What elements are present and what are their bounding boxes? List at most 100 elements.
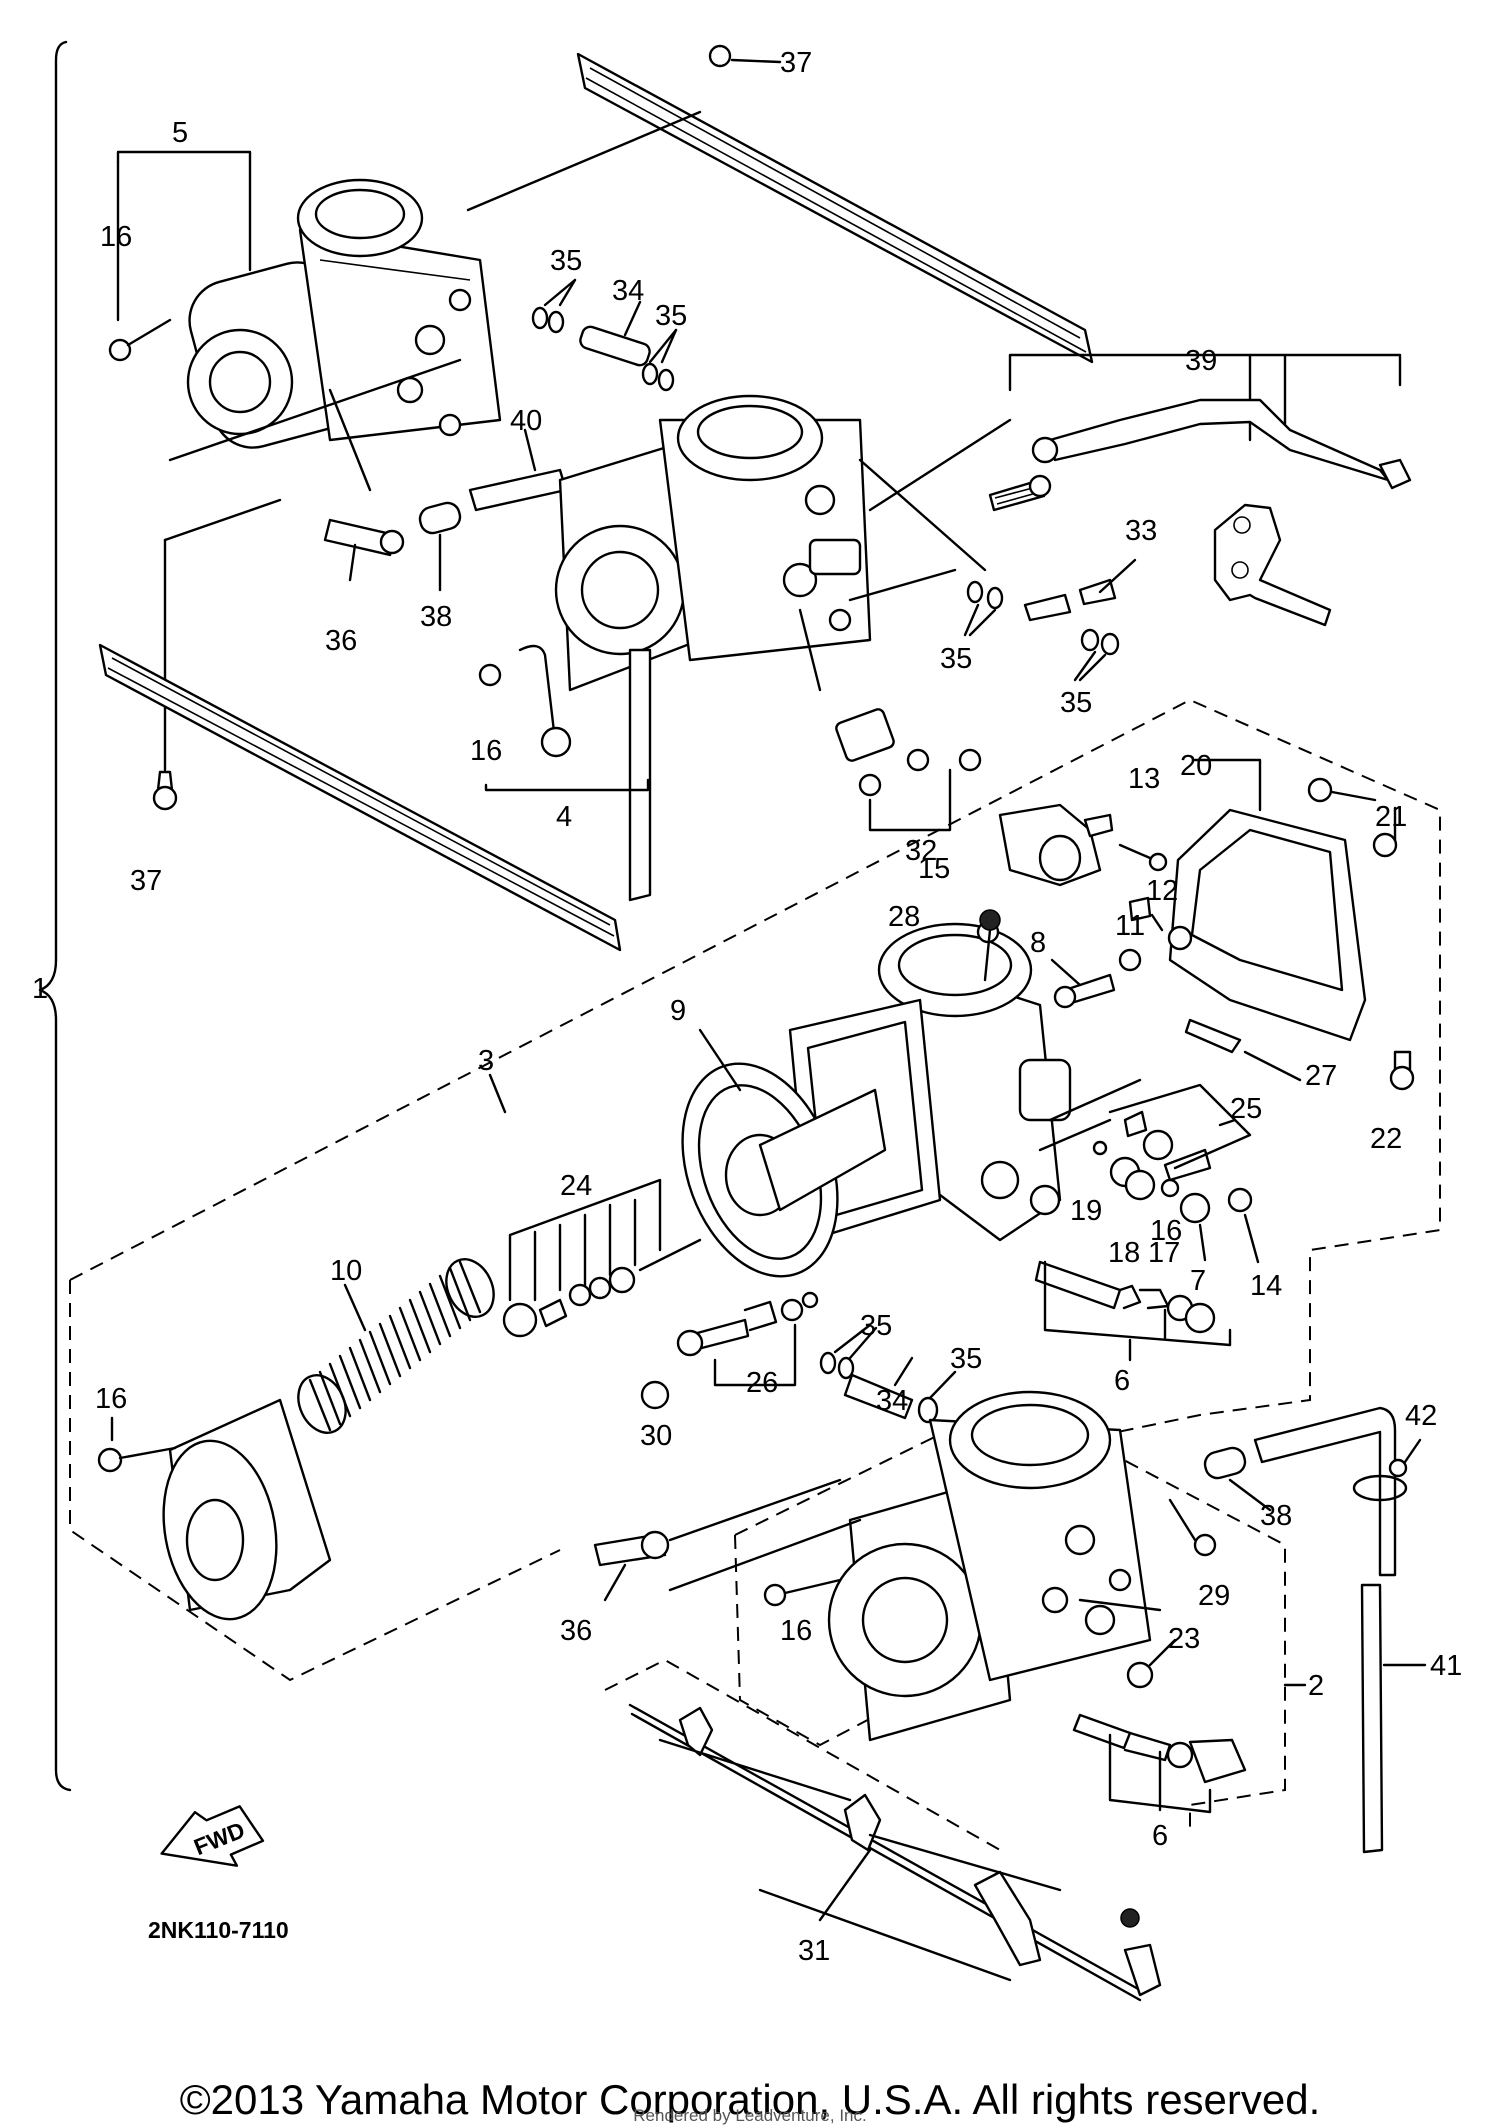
drawing-code: 2NK110-7110: [148, 1917, 289, 1943]
fitting-33: [963, 558, 1137, 682]
pilot-screw-6-b: [1072, 1713, 1247, 1814]
pin-12-13: [1118, 843, 1193, 951]
callout-label: 9: [670, 995, 686, 1027]
carburetor-2: [827, 1390, 1162, 1742]
callout-label: 21: [1375, 801, 1407, 833]
callout-label: 37: [130, 865, 162, 897]
callout-label: 16: [470, 735, 502, 767]
needle-24: [502, 1178, 702, 1338]
linkage-39: [988, 353, 1412, 627]
top-cap: [97, 1398, 332, 1621]
jets-19-18-17: [1092, 1140, 1260, 1264]
assembly-3-outline: [69, 698, 1441, 1451]
carburetor-4: [554, 394, 872, 902]
float-15: [998, 803, 1114, 887]
callout-label: 22: [1370, 1123, 1402, 1155]
throttle-shaft-31: [604, 1658, 1162, 2002]
screw-26: [676, 1291, 819, 1387]
screws-16-29-23: [763, 1498, 1217, 1689]
screw-22: [1389, 1050, 1415, 1091]
callout-label: 35: [860, 1310, 892, 1342]
pilot-screw-6-a: [1034, 1260, 1232, 1362]
callout-label: 29: [1198, 1580, 1230, 1612]
callout-label: 4: [556, 801, 572, 833]
callout-label: 40: [510, 405, 542, 437]
callout-label: 16: [780, 1615, 812, 1647]
callout-label: 39: [1185, 345, 1217, 377]
callout-label: 27: [1305, 1060, 1337, 1092]
carburetor-3-body: [788, 920, 1142, 1242]
callout-label: 34: [876, 1385, 908, 1417]
spring-10: [297, 1258, 495, 1434]
callout-label: 7: [1190, 1265, 1206, 1297]
callout-label: 20: [1180, 750, 1212, 782]
hose-40: [468, 428, 568, 512]
lever-16-4: [478, 644, 650, 792]
callout-label: 25: [1230, 1093, 1262, 1125]
callout-label: 8: [1030, 927, 1046, 959]
o-rings-35-a: [531, 278, 577, 334]
pipe-34-lower: [819, 1323, 957, 1424]
callout-label: 1: [32, 973, 48, 1005]
callout-label: 2: [1308, 1670, 1324, 1702]
assembly-brace: [38, 40, 72, 1792]
bolt-37-left: [152, 770, 178, 811]
callout-label: 38: [420, 601, 452, 633]
diaphragm-9: [681, 1028, 887, 1278]
washer-11: [1118, 948, 1142, 972]
callout-label: 18: [1108, 1237, 1140, 1269]
callout-label: 26: [746, 1367, 778, 1399]
callout-label: 35: [550, 245, 582, 277]
screw-8: [1050, 958, 1116, 1009]
callout-label: 42: [1405, 1400, 1437, 1432]
callout-label: 35: [1060, 687, 1092, 719]
copyright-notice: ©2013 Yamaha Motor Corporation, U.S.A. A…: [179, 2076, 1321, 2123]
pipe-36-lower: [593, 1478, 862, 1602]
joint-38-upper: [418, 501, 462, 592]
callout-label: 24: [560, 1170, 592, 1202]
callout-labels: 1 2 3 4 5 6 6 7 8 9 10 11 12 13 14 15 16…: [32, 47, 1462, 1967]
callout-label: 37: [780, 47, 812, 79]
callout-label: 35: [655, 300, 687, 332]
callout-label: 6: [1114, 1365, 1130, 1397]
needle-28: [979, 909, 1001, 982]
callout-label: 32: [905, 835, 937, 867]
callout-label: 16: [100, 221, 132, 253]
pipe-36-upper: [323, 518, 405, 582]
callout-label: 31: [798, 1935, 830, 1967]
callout-label: 35: [940, 643, 972, 675]
callout-label: 33: [1125, 515, 1157, 547]
callout-label: 15: [918, 853, 950, 885]
hoses-38-41-42: [1203, 1406, 1427, 1854]
bolt-37-top: [708, 44, 782, 68]
callout-label: 11: [1115, 910, 1145, 942]
carburetor-5: [186, 178, 502, 449]
assembly-3-outline-b: [69, 1280, 561, 1682]
washer-30: [640, 1380, 670, 1410]
jets-25: [1108, 1083, 1252, 1182]
callout-label: 17: [1148, 1237, 1180, 1269]
render-credit: Rendered by Leadventure, Inc.: [633, 2106, 867, 2125]
callout-label: 6: [1152, 1820, 1168, 1852]
left-rail: [98, 643, 622, 952]
callout-label: 35: [950, 1343, 982, 1375]
callout-label: 36: [325, 625, 357, 657]
screw-16-a: [108, 318, 172, 362]
callout-label: 13: [1128, 763, 1160, 795]
callout-label: 28: [888, 901, 920, 933]
fwd-arrow: FWD: [160, 1805, 265, 1867]
callout-label: 36: [560, 1615, 592, 1647]
callout-label: 23: [1168, 1623, 1200, 1655]
callout-label: 38: [1260, 1500, 1292, 1532]
callout-label: 10: [330, 1255, 362, 1287]
callout-leaders-top: [116, 110, 702, 772]
callout-label: 30: [640, 1420, 672, 1452]
choke-plunger-32: [835, 708, 982, 832]
callout-label: 16: [95, 1383, 127, 1415]
callout-label: 16: [1150, 1215, 1182, 1247]
callout-label: 3: [478, 1045, 494, 1077]
callout-label: 5: [172, 117, 188, 149]
callout-label: 34: [612, 275, 644, 307]
callout-label: 19: [1070, 1195, 1102, 1227]
